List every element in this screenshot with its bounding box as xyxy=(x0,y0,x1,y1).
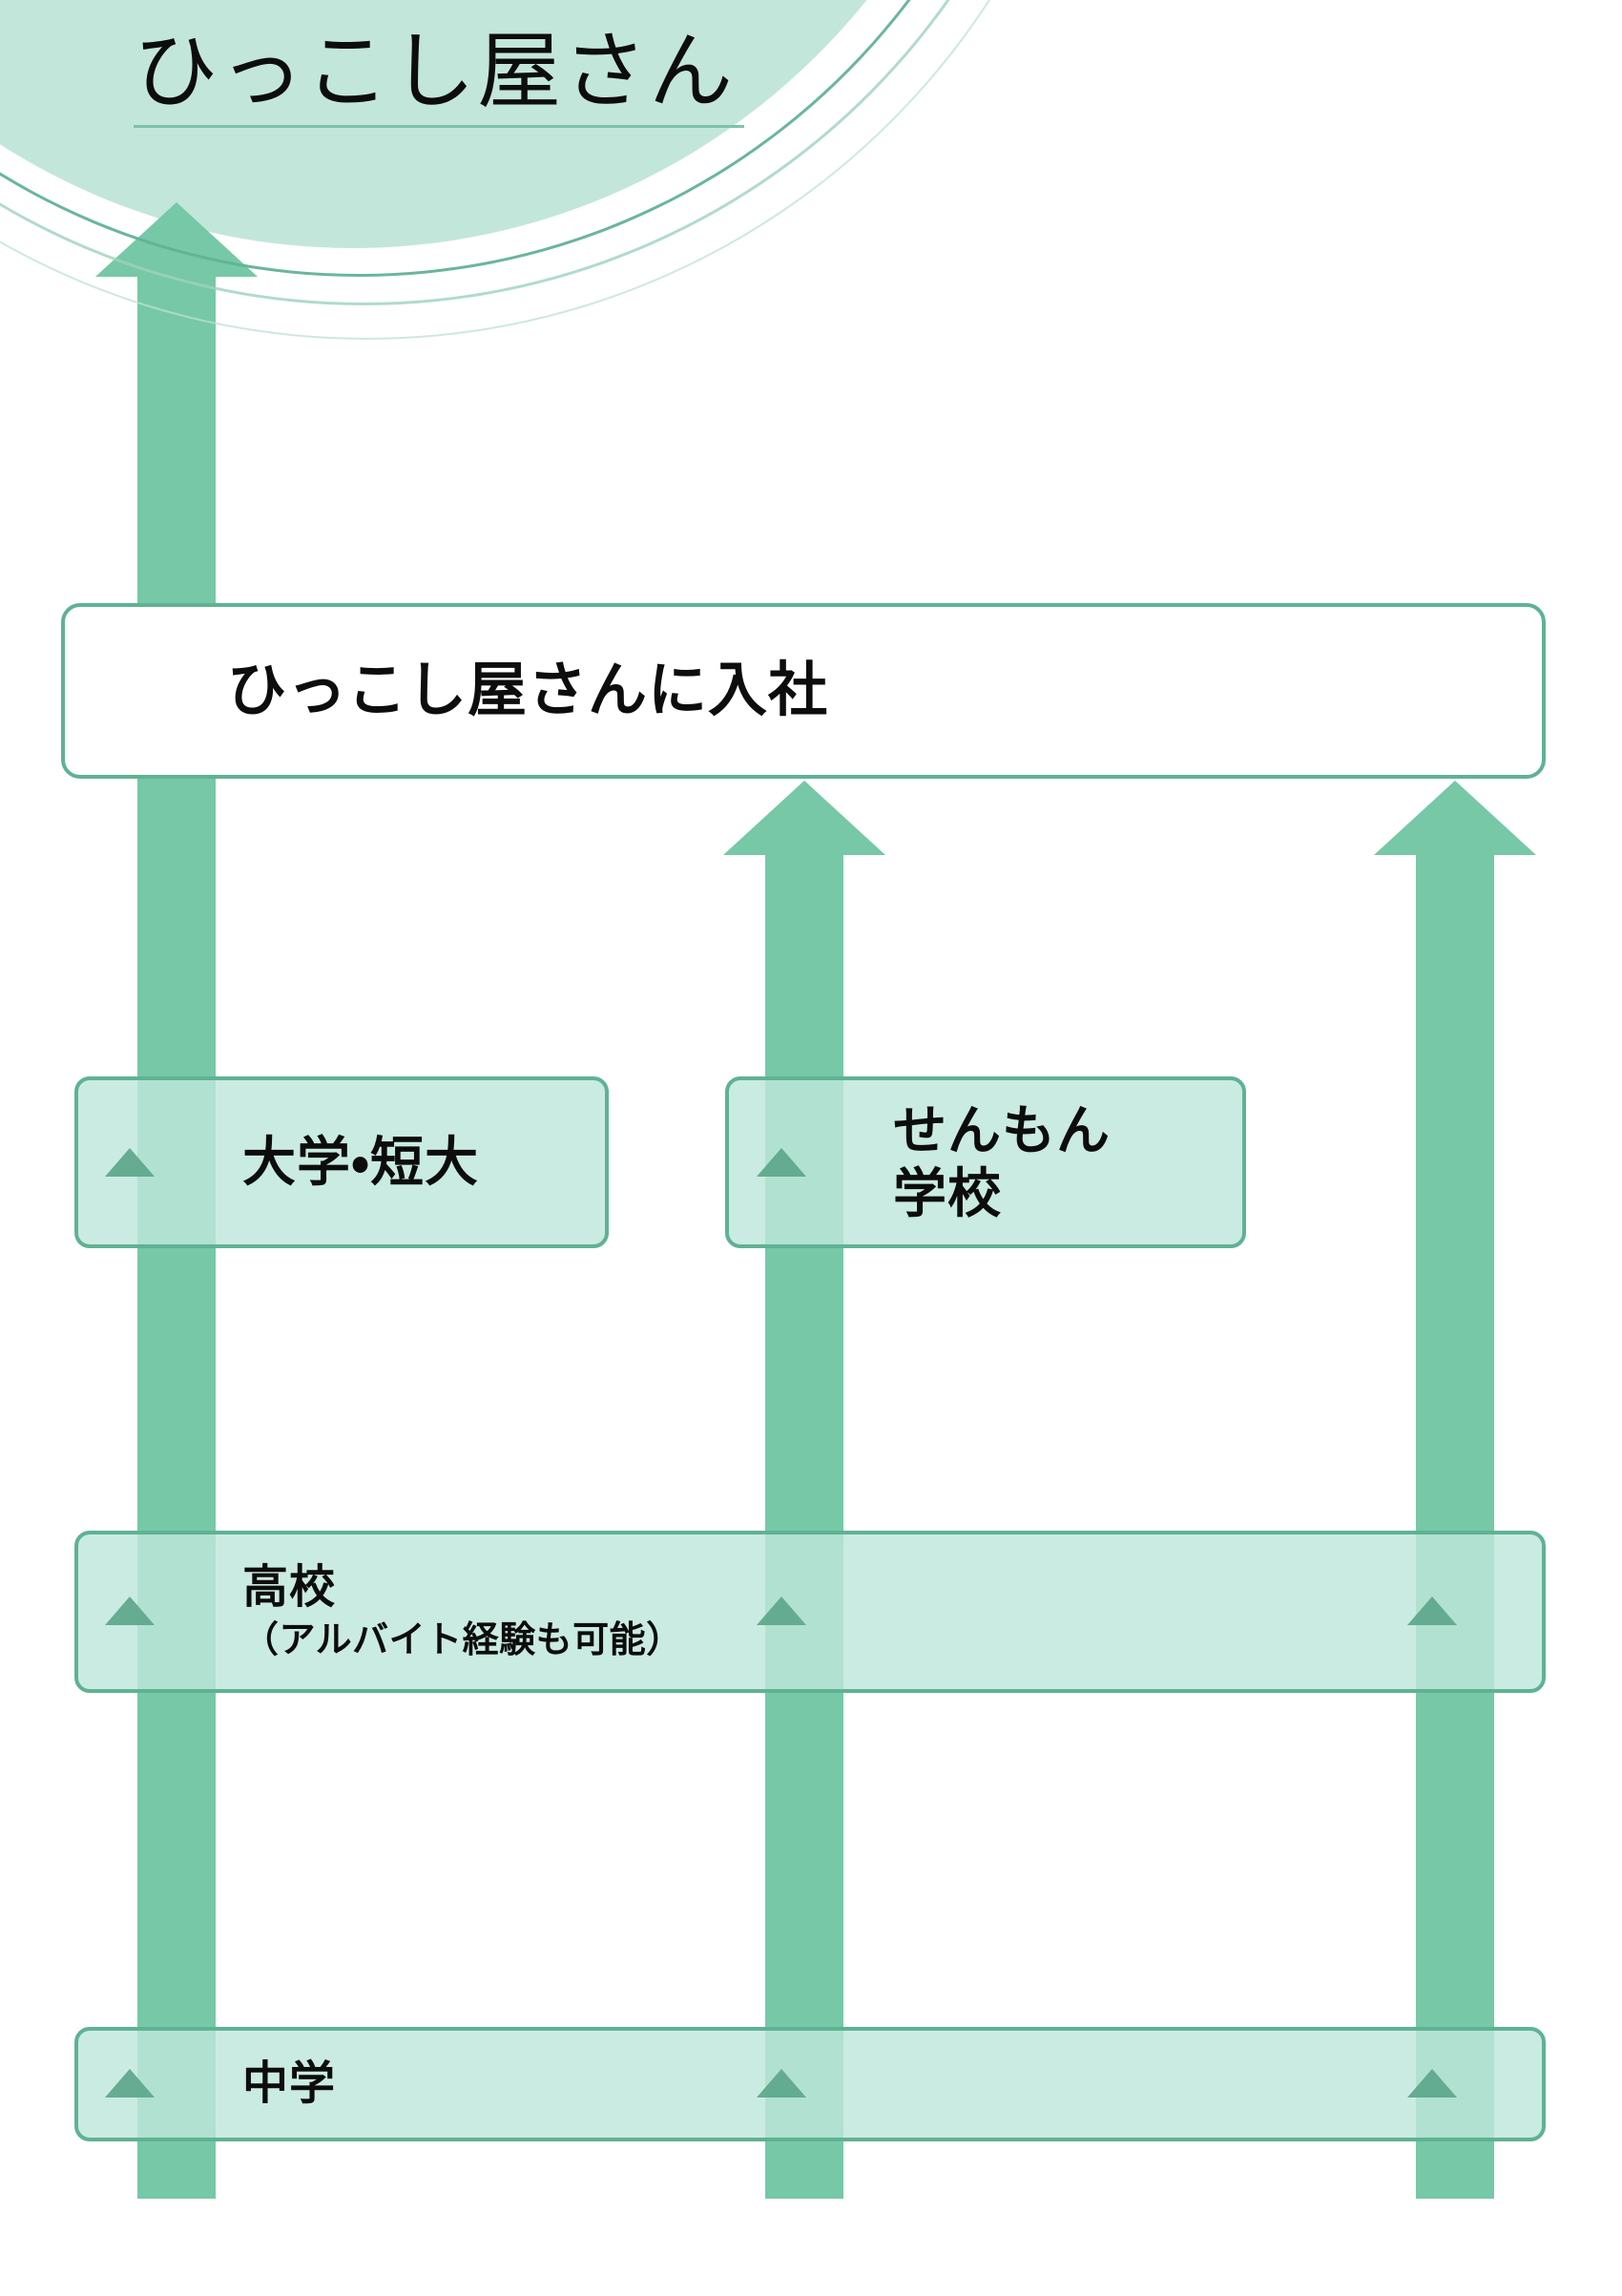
node-vocational[interactable]: せんもん 学校 xyxy=(725,1076,1246,1248)
triangle-up-marker-icon xyxy=(1407,1597,1457,1625)
arrow-shaft xyxy=(1416,853,1494,2199)
arrow-head-up-icon xyxy=(1374,781,1536,855)
node-highschool-title: 高校 xyxy=(242,1562,337,1614)
triangle-up-marker-icon xyxy=(105,1597,155,1625)
node-highschool-label: 高校 （アルバイト経験も可能） xyxy=(78,1508,683,1717)
triangle-up-marker-icon xyxy=(757,1148,806,1177)
triangle-up-marker-icon xyxy=(1407,2069,1457,2098)
arrow-head-up-icon xyxy=(723,781,885,855)
node-juniorhigh[interactable]: 中学 xyxy=(74,2027,1546,2141)
node-highschool-subtitle: （アルバイト経験も可能） xyxy=(242,1619,683,1660)
middle-path-arrow xyxy=(723,781,885,2199)
triangle-up-marker-icon xyxy=(757,1597,806,1625)
node-company-label: ひっこし屋さんに入社 xyxy=(227,657,829,724)
title-underline-divider xyxy=(134,124,744,128)
triangle-up-marker-icon xyxy=(105,1148,155,1177)
triangle-up-marker-icon xyxy=(105,2069,155,2098)
page-title: ひっこし屋さん xyxy=(134,27,736,119)
title-block: ひっこし屋さん xyxy=(134,27,821,128)
node-university[interactable]: 大学・短大 xyxy=(74,1076,609,1248)
arrow-shaft xyxy=(765,853,843,2199)
node-juniorhigh-label: 中学 xyxy=(242,2057,337,2109)
node-university-label: 大学・短大 xyxy=(242,1131,480,1192)
node-highschool[interactable]: 高校 （アルバイト経験も可能） xyxy=(74,1531,1546,1693)
right-path-arrow xyxy=(1374,781,1536,2199)
node-vocational-label: せんもん 学校 xyxy=(893,1099,1111,1223)
triangle-up-marker-icon xyxy=(757,2069,806,2098)
node-company[interactable]: ひっこし屋さんに入社 xyxy=(61,603,1546,779)
